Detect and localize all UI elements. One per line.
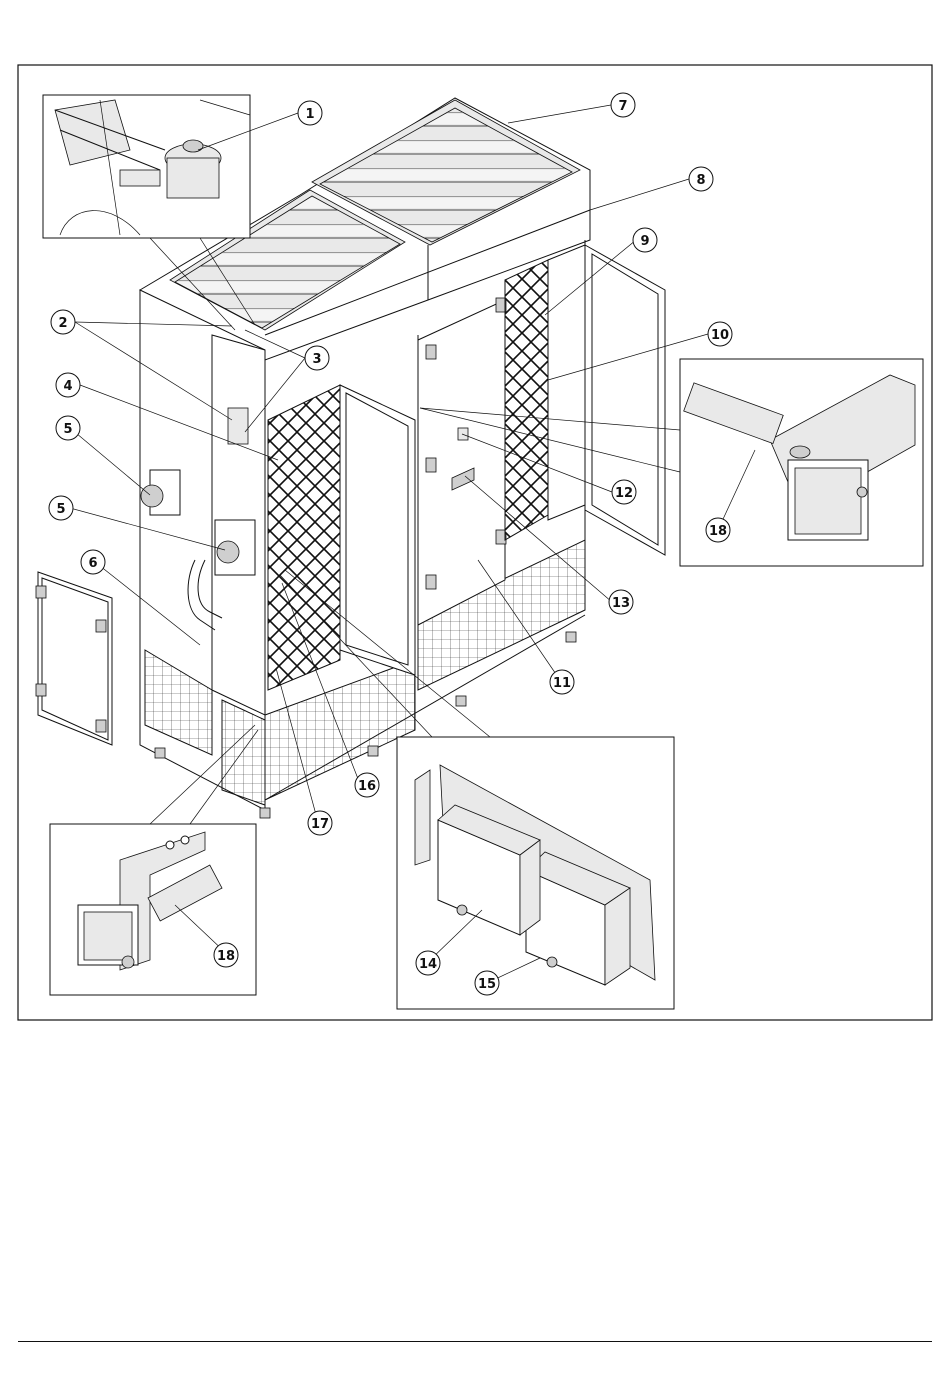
callout-12: 12 (612, 480, 636, 504)
svg-text:14: 14 (419, 957, 437, 972)
svg-text:7: 7 (618, 99, 627, 114)
callout-18-left: 18 (214, 943, 238, 967)
svg-text:12: 12 (615, 486, 633, 501)
callout-2: 2 (51, 310, 75, 334)
svg-text:6: 6 (88, 556, 97, 571)
callout-8: 8 (689, 167, 713, 191)
svg-text:17: 17 (311, 817, 329, 832)
svg-text:11: 11 (553, 676, 571, 691)
removed-side-panel (36, 572, 112, 745)
svg-text:10: 10 (711, 328, 729, 343)
svg-text:5: 5 (63, 422, 72, 437)
callout-18-right: 18 (706, 518, 730, 542)
callout-15: 15 (475, 971, 499, 995)
callout-13: 13 (609, 590, 633, 614)
callout-1: 1 (298, 101, 322, 125)
svg-text:16: 16 (358, 779, 376, 794)
callout-4: 4 (56, 373, 80, 397)
svg-text:9: 9 (640, 234, 649, 249)
callout-11: 11 (550, 670, 574, 694)
svg-text:8: 8 (696, 173, 705, 188)
callout-3: 3 (305, 346, 329, 370)
callout-5b: 5 (49, 496, 73, 520)
svg-text:13: 13 (612, 596, 630, 611)
callout-7: 7 (611, 93, 635, 117)
callout-17: 17 (308, 811, 332, 835)
svg-text:5: 5 (56, 502, 65, 517)
callout-9: 9 (633, 228, 657, 252)
callout-6: 6 (81, 550, 105, 574)
svg-text:1: 1 (305, 107, 314, 122)
svg-text:18: 18 (709, 524, 727, 539)
callout-14: 14 (416, 951, 440, 975)
svg-text:4: 4 (63, 379, 72, 394)
svg-text:2: 2 (58, 316, 67, 331)
svg-text:18: 18 (217, 949, 235, 964)
callout-5a: 5 (56, 416, 80, 440)
svg-text:3: 3 (312, 352, 321, 367)
footer-rule (18, 1341, 932, 1342)
callout-16: 16 (355, 773, 379, 797)
svg-text:15: 15 (478, 977, 496, 992)
callout-10: 10 (708, 322, 732, 346)
